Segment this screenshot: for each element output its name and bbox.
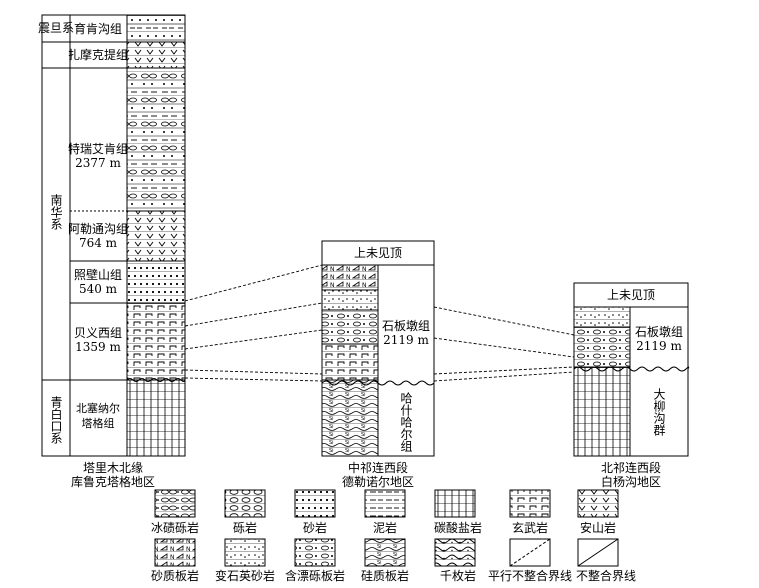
formation-beisainaer-2: 塔格组 <box>82 416 115 430</box>
legend-swatch-phyllite <box>434 538 476 567</box>
system-qingbaikou: 青白口系 <box>49 396 63 444</box>
legend-swatch-boulderslate <box>294 538 336 567</box>
legend-label-basalt: 玄武岩 <box>512 520 548 535</box>
thickness-beiyixi: 1359 m <box>75 340 121 354</box>
legend-label-carbonate: 碳酸盐岩 <box>434 520 482 535</box>
caption-col1-line2: 库鲁克塔格地区 <box>71 474 155 489</box>
legend-swatch-mudstone <box>364 489 406 518</box>
legend-swatch-siliceous <box>364 538 406 567</box>
litho-c2-sandyslate <box>321 264 379 291</box>
legend-label-andesite: 安山岩 <box>580 520 616 535</box>
litho-aletonggou <box>126 210 186 262</box>
legend-swatch-unconformity <box>577 538 619 567</box>
caption-col3-line1: 北祁连西段 <box>601 460 661 475</box>
legend-swatch-tillite <box>154 489 196 518</box>
litho-beisainaer <box>126 379 186 457</box>
thickness-tereaiken: 2377 m <box>75 156 121 170</box>
litho-c3-quartzite <box>573 306 631 328</box>
col3-formation: 石板墩组 <box>635 325 683 339</box>
formation-tereaiken: 特瑞艾肯组 <box>68 141 128 156</box>
formation-yukengou: 育肯沟组 <box>74 21 122 36</box>
litho-c2-quartzite <box>321 289 379 311</box>
legend-label-sandyslate: 砂质板岩 <box>151 568 199 583</box>
litho-yukengou <box>126 14 186 43</box>
legend-swatch-sandyslate <box>154 538 196 567</box>
litho-c3-boulderslate <box>573 326 631 368</box>
col2-thickness: 2119 m <box>383 333 429 347</box>
column-baiyanggou: 上未见顶 石板墩组 2119 m 大柳沟群 北祁连西段 白杨沟地区 <box>573 282 690 489</box>
legend: 冰碛砾岩 砾岩 砂岩 泥岩 碳酸盐岩 玄武岩 安山岩 砂质板岩 变石英砂岩 含漂… <box>151 489 636 583</box>
system-nanhua: 南华系 <box>49 193 63 230</box>
col2-top-label: 上未见顶 <box>354 246 402 260</box>
legend-label-conglomerate: 砾岩 <box>233 520 257 535</box>
col2-lower-formation: 哈什哈尔组 <box>399 392 413 452</box>
litho-beiyixi <box>126 302 186 381</box>
litho-tereaiken <box>126 67 186 212</box>
caption-col2-line1: 中祁连西段 <box>348 460 408 475</box>
formation-zhaobishan: 照壁山组 <box>74 267 122 282</box>
legend-label-parallel-unconformity: 平行不整合界线 <box>488 568 572 583</box>
system-sinian: 震旦系 <box>38 21 74 35</box>
formation-aletonggou: 阿勒通沟组 <box>68 222 128 236</box>
litho-c2-boulderslate <box>321 309 379 345</box>
col3-lower-formation: 大柳沟群 <box>652 388 666 436</box>
caption-col3-line2: 白杨沟地区 <box>601 474 661 489</box>
legend-label-tillite: 冰碛砾岩 <box>151 520 199 535</box>
col3-top-label: 上未见顶 <box>607 288 655 302</box>
col2-formation: 石板墩组 <box>382 319 430 333</box>
formation-beisainaer-1: 北塞纳尔 <box>76 401 120 415</box>
litho-zhamokti <box>126 41 186 69</box>
legend-label-phyllite: 千枚岩 <box>440 568 476 583</box>
legend-swatch-sandstone <box>294 489 336 518</box>
legend-swatch-conglomerate <box>224 489 266 518</box>
litho-zhaobishan <box>126 260 186 304</box>
caption-col2-line2: 德勒诺尔地区 <box>342 474 414 489</box>
correlation-lines <box>184 264 575 382</box>
legend-swatch-parallel-unconformity <box>509 538 551 567</box>
legend-swatch-quartzite <box>224 538 266 567</box>
litho-c3-carbonate <box>573 366 631 457</box>
thickness-aletonggou: 764 m <box>79 236 118 250</box>
formation-beiyixi: 贝义西组 <box>74 326 122 340</box>
col3-thickness: 2119 m <box>636 339 682 353</box>
caption-col1-line1: 塔里木北缘 <box>83 461 143 475</box>
column-delenuoer: 上未见顶 石板墩组 2119 m 哈什哈尔组 中祁连西段 德勒诺尔地区 <box>321 240 435 489</box>
column-kuruktag: 震旦系 南华系 青白口系 育肯沟组 扎摩克提组 特瑞艾肯组 2377 m 阿勒通… <box>38 14 186 489</box>
thickness-zhaobishan: 540 m <box>79 282 118 296</box>
legend-label-unconformity: 不整合界线 <box>576 568 636 583</box>
legend-label-mudstone: 泥岩 <box>373 520 397 535</box>
legend-label-boulderslate: 含漂砾板岩 <box>285 568 345 583</box>
legend-label-siliceous: 硅质板岩 <box>361 568 409 583</box>
litho-c2-basalt <box>321 343 379 381</box>
legend-swatch-basalt <box>509 489 551 518</box>
litho-c2-siliceous <box>321 379 379 457</box>
legend-swatch-carbonate <box>434 489 476 518</box>
legend-swatch-andesite <box>577 489 619 518</box>
formation-zhamokti: 扎摩克提组 <box>68 47 128 62</box>
legend-label-quartzite: 变石英砂岩 <box>215 568 275 583</box>
legend-label-sandstone: 砂岩 <box>303 520 327 535</box>
